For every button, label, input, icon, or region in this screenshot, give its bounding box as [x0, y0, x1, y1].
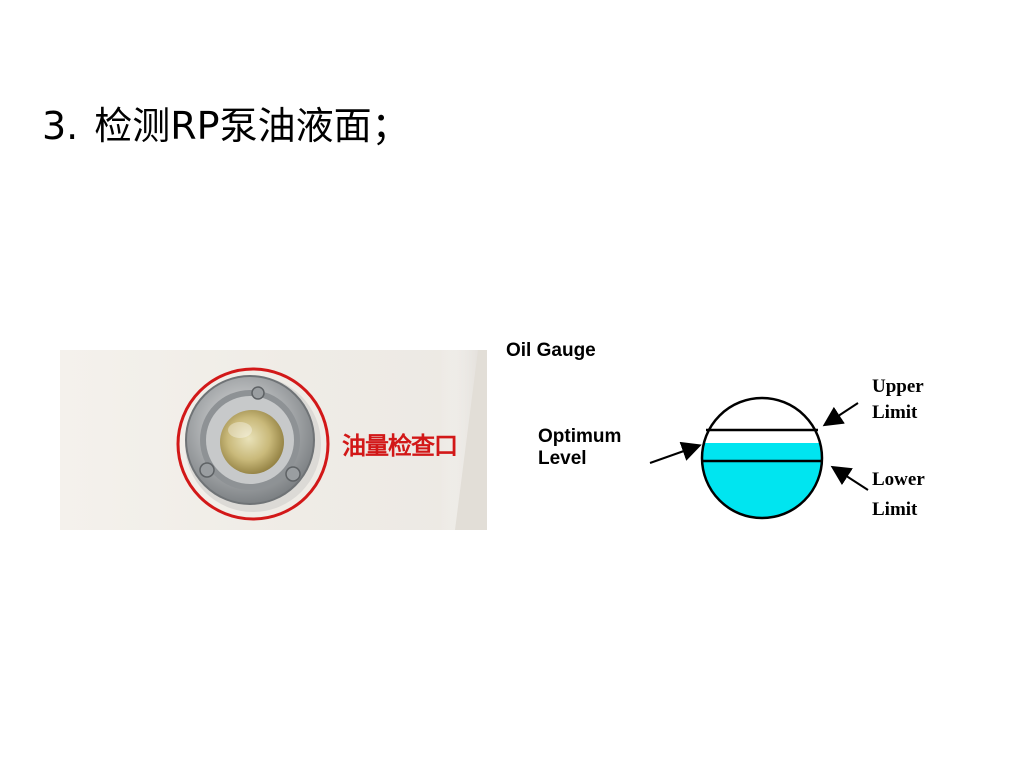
optimum-label-line1: Optimum: [538, 426, 622, 447]
panel-bevel: [455, 350, 487, 530]
upper-limit-label: Upper Limit: [872, 374, 924, 426]
oil-sight-glass-photo: 油量检查口: [60, 350, 487, 530]
slide-title: 3. 检测RP泵油液面；: [42, 98, 410, 154]
optimum-label-line2: Level: [538, 448, 587, 469]
oil-window: [220, 410, 284, 474]
oil-gauge-diagram: Oil Gauge Optimum Level Upper Limit Lowe…: [500, 330, 970, 530]
oil-gauge-drawing: [649, 396, 869, 520]
highlight-circle: [176, 367, 330, 521]
title-number: 3.: [42, 104, 79, 148]
lower-label-line1: Lower: [872, 469, 925, 490]
optimum-arrow: [649, 441, 702, 464]
gauge-title: Oil Gauge: [506, 340, 596, 361]
upper-label-line2: Limit: [872, 402, 918, 423]
upper-label-line1: Upper: [872, 376, 924, 397]
gauge-outline: [700, 396, 824, 520]
optimum-level-label: Optimum Level: [538, 426, 621, 470]
screw-left: [199, 462, 215, 478]
lower-label-line2: Limit: [872, 499, 918, 520]
photo-caption: 油量检查口: [342, 432, 458, 460]
screw-right: [285, 466, 301, 482]
title-text: 检测RP泵油液面；: [94, 104, 410, 148]
lower-limit-label: Lower Limit: [872, 465, 925, 525]
glass-reflection: [228, 422, 252, 438]
lower-limit-arrow: [830, 465, 869, 491]
screw-top: [251, 386, 265, 400]
sight-glass-illustration: [176, 350, 487, 530]
upper-limit-arrow: [822, 402, 859, 427]
